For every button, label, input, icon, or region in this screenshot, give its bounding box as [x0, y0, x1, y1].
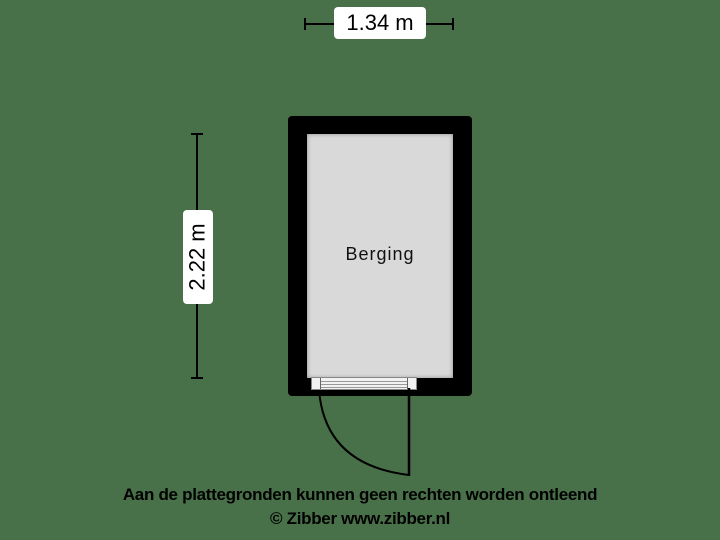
- door-jamb-right: [407, 378, 416, 389]
- room-floor: [307, 134, 453, 378]
- dimension-tick-bottom: [191, 377, 203, 379]
- room-name: Berging: [345, 244, 415, 264]
- dimension-tick-right: [452, 18, 454, 30]
- copyright-text: © Zibber www.zibber.nl: [269, 509, 451, 528]
- height-label-text: 2.22 m: [185, 223, 211, 291]
- threshold-line: [321, 387, 407, 388]
- height-label: 2.22 m: [183, 210, 213, 304]
- disclaimer-text: Aan de plattegronden kunnen geen rechten…: [122, 485, 598, 504]
- door-frame: [311, 377, 417, 390]
- dimension-tick-top: [191, 133, 203, 135]
- door-jamb-left: [312, 378, 321, 389]
- threshold-line: [321, 381, 407, 382]
- dimension-tick-left: [304, 18, 306, 30]
- door-swing-icon: [318, 388, 411, 476]
- width-label: 1.34 m: [334, 7, 426, 39]
- threshold-line: [321, 384, 407, 385]
